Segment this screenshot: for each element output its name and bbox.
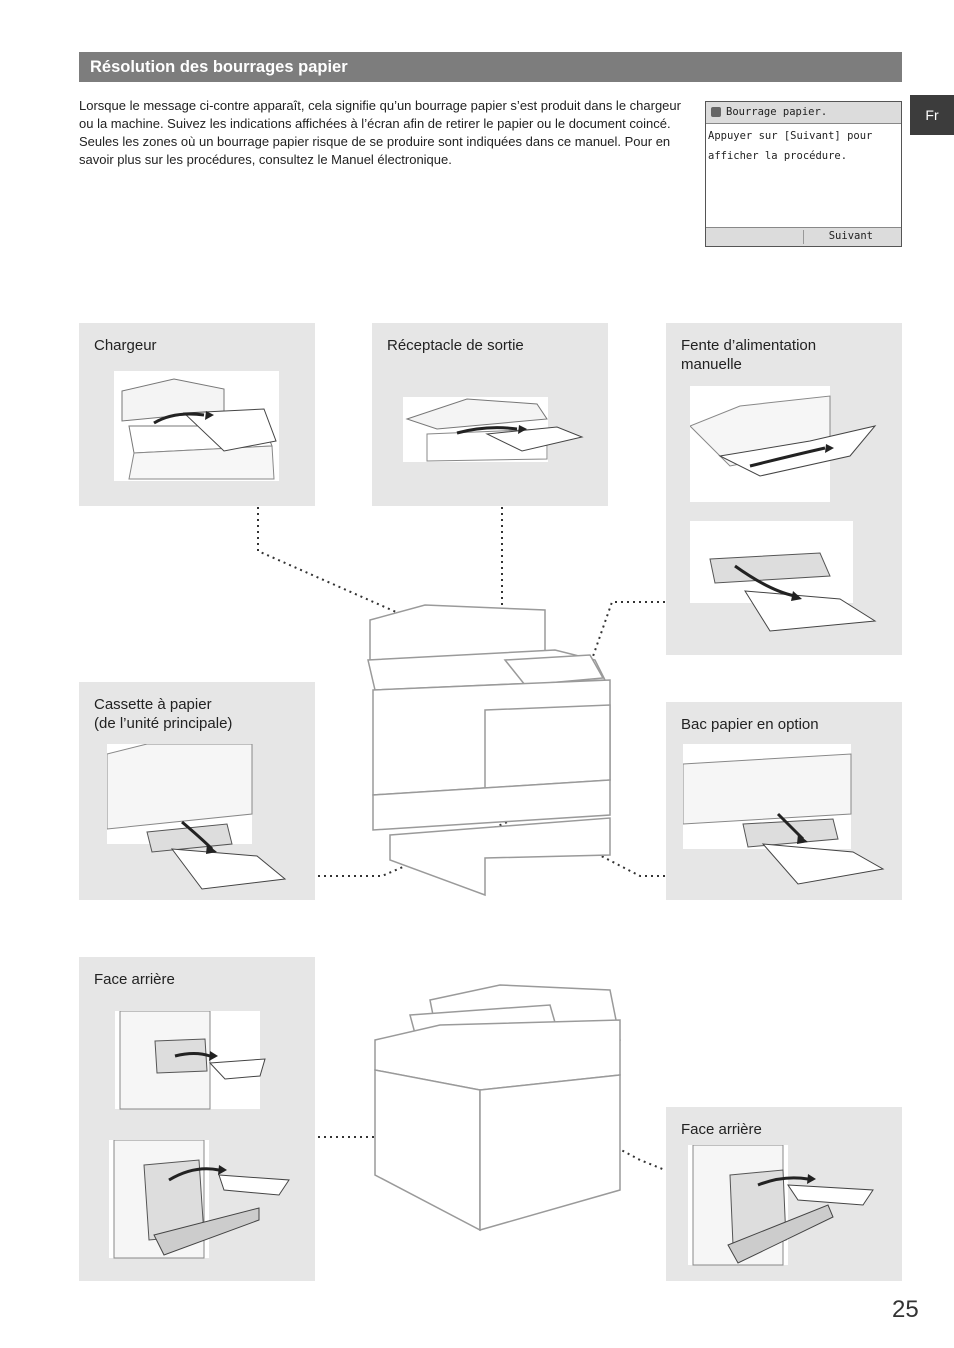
warning-icon [711, 107, 721, 117]
section-header: Résolution des bourrages papier [79, 52, 902, 82]
cassette-illustration [107, 744, 287, 890]
panel-face-arriere-left-label: Face arrière [94, 971, 175, 988]
printer-front-illustration [367, 604, 611, 897]
panel-bac-label: Bac papier en option [681, 716, 819, 733]
lcd-footer: Suivant [706, 227, 901, 246]
printer-rear-illustration [374, 984, 621, 1232]
panel-fente-label-line1: Fente d’alimentation [681, 337, 817, 354]
panel-chargeur-label: Chargeur [94, 337, 157, 354]
feeder-illustration [114, 371, 279, 481]
panel-face-arriere-right-label: Face arrière [681, 1121, 762, 1138]
lcd-screen: Bourrage papier. Appuyer sur [Suivant] p… [705, 101, 902, 247]
lcd-next-button[interactable]: Suivant [828, 230, 873, 242]
panel-chargeur: Chargeur [79, 323, 315, 506]
panel-cassette: Cassette à papier (de l’unité principale… [79, 682, 315, 900]
lcd-message-line-2: afficher la procédure. [708, 150, 848, 162]
panel-cassette-label-line1: Cassette à papier [94, 696, 212, 713]
panel-receptacle-label: Réceptacle de sortie [387, 337, 524, 354]
lcd-title-bar: Bourrage papier. [706, 102, 901, 124]
language-tab: Fr [910, 95, 954, 135]
rear-illustration-2 [109, 1140, 290, 1259]
lcd-title: Bourrage papier. [726, 106, 828, 118]
manual-slot-illustration [690, 386, 877, 502]
panel-cassette-label-line2: (de l’unité principale) [94, 715, 233, 732]
intro-paragraph: Lorsque le message ci-contre apparaît, c… [79, 98, 681, 167]
optional-tray-illustration [683, 744, 885, 885]
page-number: 25 [892, 1296, 919, 1323]
panel-receptacle: Réceptacle de sortie [372, 323, 608, 506]
lcd-message-line-1: Appuyer sur [Suivant] pour [708, 130, 873, 142]
output-tray-illustration [403, 397, 584, 462]
panel-face-arriere-right: Face arrière [666, 1107, 902, 1281]
panel-fente: Fente d’alimentation manuelle [666, 323, 902, 655]
manual-slot-illustration-2 [690, 521, 877, 632]
section-title: Résolution des bourrages papier [90, 58, 348, 76]
rear-illustration-1 [115, 1011, 266, 1110]
panel-bac: Bac papier en option [666, 702, 902, 900]
panel-fente-label-line2: manuelle [681, 356, 742, 373]
panel-face-arriere-left: Face arrière [79, 957, 315, 1281]
rear-illustration-3 [688, 1145, 874, 1266]
